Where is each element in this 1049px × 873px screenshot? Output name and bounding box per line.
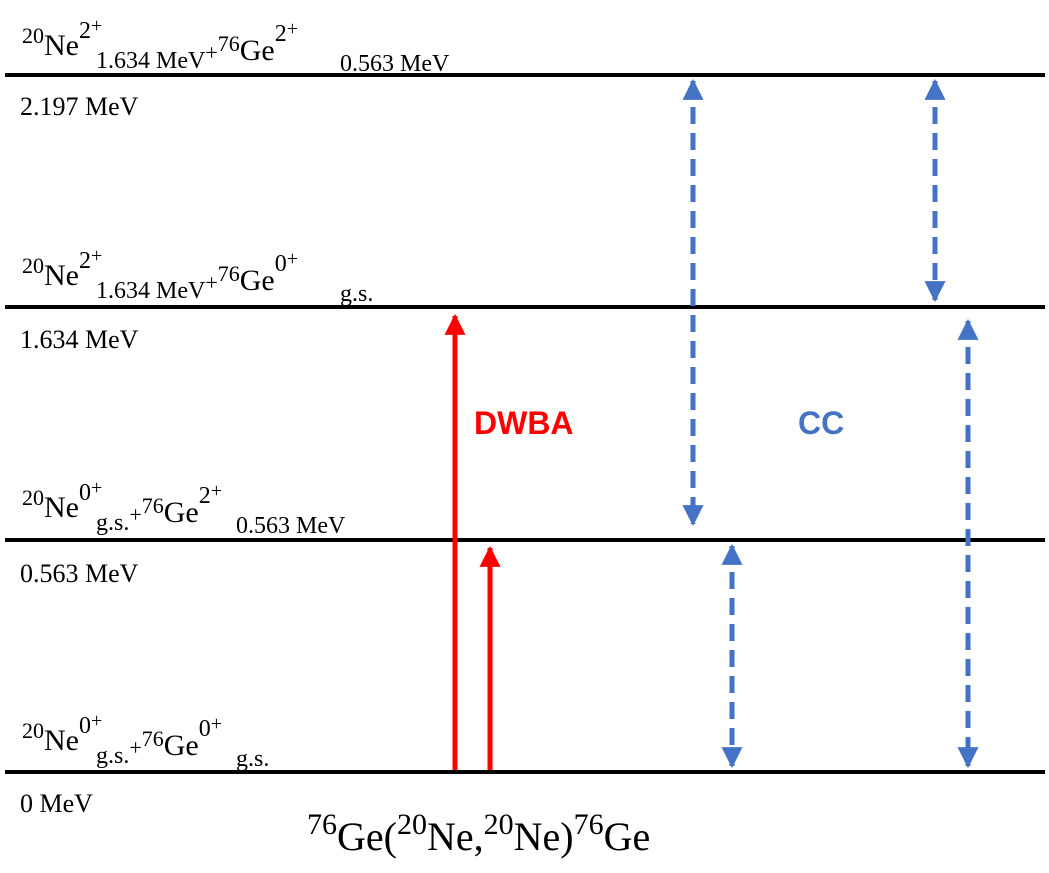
state-parity: + — [91, 477, 102, 499]
state-mass: 76 — [142, 493, 164, 518]
reaction-mass: 20 — [484, 808, 514, 841]
energy-label-0000: 0 MeV — [20, 789, 93, 818]
energy-label-0563: 0.563 MeV — [20, 559, 139, 588]
state-energy-sub: 1.634 MeV — [96, 48, 206, 74]
state-spin: 0 — [199, 716, 211, 742]
state-energy-sub: g.s. — [96, 743, 129, 769]
state-parity: + — [211, 480, 222, 502]
state-plus: + — [205, 40, 217, 65]
state-plus: + — [129, 502, 141, 527]
dwba-label: DWBA — [474, 405, 574, 441]
state-mass: 76 — [142, 726, 164, 751]
state-plus: + — [205, 270, 217, 295]
reaction-element: Ne, — [427, 814, 484, 859]
state-element: Ne — [44, 491, 79, 524]
reaction-mass: 76 — [574, 808, 604, 841]
state-element: Ge — [240, 34, 275, 67]
state-spin: 2 — [275, 21, 287, 47]
state-mass: 76 — [218, 261, 240, 286]
state-label-0563: 20Ne0+g.s.+76Ge2+0.563 MeV — [22, 477, 346, 539]
reaction-element: Ge( — [337, 814, 397, 859]
state-mass: 20 — [22, 718, 44, 743]
state-element: Ne — [44, 29, 79, 62]
state-spin: 2 — [199, 483, 211, 509]
state-element: Ne — [44, 259, 79, 292]
state-mass: 20 — [22, 253, 44, 278]
state-energy-sub: g.s. — [236, 746, 269, 772]
state-element: Ne — [44, 724, 79, 757]
state-mass: 76 — [218, 31, 240, 56]
state-energy-sub: g.s. — [96, 510, 129, 536]
state-element: Ge — [164, 496, 199, 529]
state-parity: + — [91, 15, 102, 37]
state-mass: 20 — [22, 23, 44, 48]
energy-label-2197: 2.197 MeV — [20, 92, 139, 121]
state-spin: 2 — [79, 248, 91, 274]
state-element: Ge — [240, 264, 275, 297]
state-spin: 0 — [79, 480, 91, 506]
state-spin: 0 — [79, 713, 91, 739]
state-spin: 0 — [275, 251, 287, 277]
state-energy-sub: g.s. — [340, 281, 373, 307]
reaction-element: Ge — [604, 814, 651, 859]
state-parity: + — [211, 713, 222, 735]
state-mass: 20 — [22, 485, 44, 510]
state-parity: + — [287, 248, 298, 270]
state-label-0000: 20Ne0+g.s.+76Ge0+g.s. — [22, 710, 269, 772]
state-energy-sub: 0.563 MeV — [340, 51, 450, 77]
reaction-element: Ne) — [514, 814, 574, 859]
state-plus: + — [129, 735, 141, 760]
reaction-mass: 20 — [397, 808, 427, 841]
reaction-mass: 76 — [307, 808, 337, 841]
state-label-2197: 20Ne2+1.634 MeV+76Ge2+0.563 MeV — [22, 15, 450, 77]
state-parity: + — [287, 18, 298, 40]
state-energy-sub: 1.634 MeV — [96, 278, 206, 304]
state-parity: + — [91, 245, 102, 267]
cc-label: CC — [798, 405, 844, 441]
state-energy-sub: 0.563 MeV — [236, 513, 346, 539]
state-spin: 2 — [79, 18, 91, 44]
state-parity: + — [91, 710, 102, 732]
state-label-1634: 20Ne2+1.634 MeV+76Ge0+g.s. — [22, 245, 373, 307]
energy-label-1634: 1.634 MeV — [20, 325, 139, 354]
state-element: Ge — [164, 729, 199, 762]
reaction-label: 76Ge(20Ne,20Ne)76Ge — [307, 808, 650, 859]
